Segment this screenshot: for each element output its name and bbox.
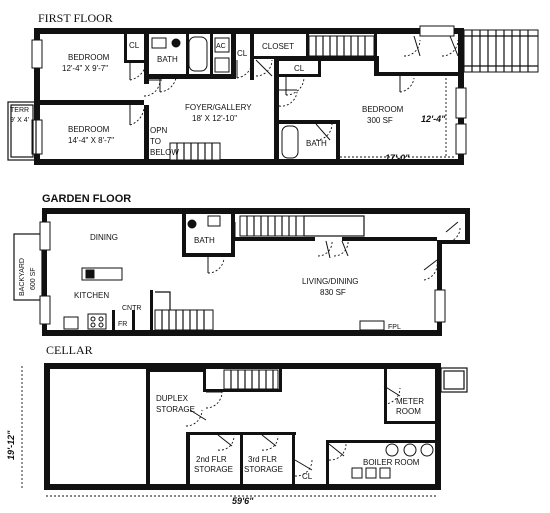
first-floor-doors [129,35,459,141]
opening-label-2: TO [150,137,161,146]
stoop-stair [463,29,539,73]
window [419,25,455,37]
storage2-label-2: STORAGE [194,465,233,474]
first-floor-stair [308,35,375,57]
boiler-label: BOILER ROOM [363,458,420,467]
terrace-label: TERR [10,107,29,114]
first-floor: FIRST FLOOR [7,11,539,165]
cellar-doors [185,385,401,477]
areaway [440,367,468,393]
cellar-dimensions: 19'-12" 59'6" [6,366,438,506]
bedroom3-size: 300 SF [367,116,393,125]
ac-label: AC [216,43,226,50]
bedroom2-label: BEDROOM [68,125,110,134]
garden-floor-walls [42,208,470,336]
garden-floor-fixtures [63,215,385,331]
garden-bath-label: BATH [194,236,215,245]
bath2-label: BATH [306,139,327,148]
garden-floor-title: GARDEN FLOOR [42,193,131,205]
open-to-below-stair [169,142,221,161]
duplex-label-1: DUPLEX [156,394,189,403]
cellar-stair [223,369,279,390]
fr-label: FR [118,321,127,328]
storage3-label-2: STORAGE [244,465,283,474]
window [31,119,43,155]
first-floor-title: FIRST FLOOR [38,11,113,25]
width-dimension: 17'-0" [385,153,410,163]
cl3-label: CL [294,64,305,73]
terrace-size: 9' X 4' [10,117,29,124]
fpl-label: FPL [388,324,401,331]
cl2-label: CL [237,49,248,58]
garden-stair-bottom [154,291,214,331]
cellar: CELLAR [6,343,468,506]
garden-stair-top [239,215,365,237]
bedroom2-size: 14'-4" X 8'-7" [68,136,114,145]
bedroom1-size: 12'-4" X 9'-7" [62,64,108,73]
kitchen-label: KITCHEN [74,291,109,300]
window [39,295,51,325]
duplex-label-2: STORAGE [156,405,195,414]
cl1-label: CL [129,41,140,50]
storage2-label-1: 2nd FLR [196,455,227,464]
backyard-label: BACKYARD [19,258,26,296]
boiler-equipment [351,443,434,479]
first-floor-dimensions: 17'-0" 12'-4" [340,78,455,163]
backyard: BACKYARD 600 SF [13,233,43,301]
bedroom3-label: BEDROOM [362,105,404,114]
cellar-width-dimension: 59'6" [232,496,254,506]
backyard-size: 600 SF [30,267,37,290]
dining-label: DINING [90,233,118,242]
window [31,39,43,69]
cellar-height-dimension: 19'-12" [6,430,16,460]
cellar-walls [44,363,441,490]
window [434,289,446,323]
living-label: LIVING/DINING [302,277,358,286]
height-dimension: 12'-4" [421,114,446,124]
storage3-label-1: 3rd FLR [248,455,277,464]
living-size: 830 SF [320,288,346,297]
window [39,221,51,251]
closet-label: CLOSET [262,42,294,51]
window [455,123,467,155]
garden-floor: GARDEN FLOOR [13,193,470,336]
opening-label-3: BELOW [150,148,179,157]
opening-label-1: OPN [150,126,168,135]
foyer-size: 18' X 12'-10" [192,114,237,123]
bedroom1-label: BEDROOM [68,53,110,62]
meter-label-2: ROOM [396,407,421,416]
cellar-title: CELLAR [46,343,93,357]
terrace: TERR 9' X 4' [7,101,37,161]
bath1-label: BATH [157,55,178,64]
first-floor-fixtures [151,36,299,159]
areaway-inner [443,370,465,390]
window [455,87,467,119]
cntr-label: CNTR [122,305,141,312]
garden-floor-doors [207,221,461,281]
cellar-cl-label: CL [302,472,313,481]
meter-label-1: METER [396,397,424,406]
foyer-label: FOYER/GALLERY [185,103,252,112]
